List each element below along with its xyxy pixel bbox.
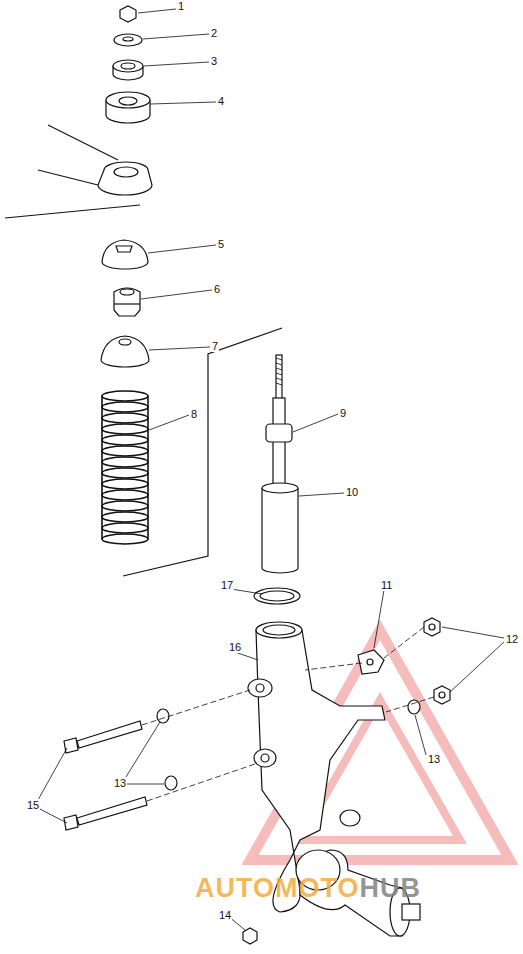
thread xyxy=(276,373,282,375)
group-bracket xyxy=(123,328,282,576)
thread xyxy=(276,368,282,370)
thread xyxy=(276,383,282,385)
bolt-head xyxy=(64,738,78,753)
mount-plate xyxy=(5,125,152,218)
callout-number: 6 xyxy=(213,283,221,295)
shock-rod-top xyxy=(276,355,282,400)
hex-hole xyxy=(120,289,134,295)
callout-number: 8 xyxy=(190,408,198,420)
brake-bracket xyxy=(358,650,384,674)
spring-side xyxy=(147,396,149,539)
nut-hole xyxy=(429,624,435,630)
spindle-stub xyxy=(402,904,420,920)
shock-body xyxy=(262,488,298,573)
callout-number: 11 xyxy=(380,579,393,591)
dome-cup xyxy=(102,240,148,269)
callout-number: 13 xyxy=(113,777,127,789)
washer xyxy=(114,34,142,46)
callout-number: 15 xyxy=(26,799,40,811)
callout-number: 4 xyxy=(217,95,225,107)
small-nut xyxy=(243,928,257,944)
spring-coil xyxy=(102,391,148,401)
nut-hole xyxy=(439,692,445,698)
callout-number: 12 xyxy=(505,633,519,645)
callout-number: 7 xyxy=(211,340,219,352)
callout-number: 16 xyxy=(228,641,242,653)
thread xyxy=(276,363,282,365)
bolt-shank xyxy=(77,797,147,825)
parts xyxy=(5,6,510,944)
watermark: AUTOMOTO xyxy=(195,874,360,902)
spring-coil xyxy=(102,435,148,445)
thread xyxy=(276,358,282,360)
hex-line xyxy=(114,303,140,304)
lock-nut xyxy=(434,686,450,704)
hex-bushing xyxy=(114,288,140,316)
callout-number: 10 xyxy=(345,486,359,498)
spring-coil xyxy=(102,501,148,511)
spring-coil xyxy=(102,512,148,522)
bracket-hole xyxy=(367,659,373,665)
spring-coil xyxy=(102,523,148,533)
cup-hole xyxy=(116,246,132,252)
washer xyxy=(157,709,169,723)
spring-coil xyxy=(102,468,148,478)
lock-nut xyxy=(424,618,440,636)
ring-hole xyxy=(121,63,135,69)
spring-coil xyxy=(102,424,148,434)
housing-bore xyxy=(263,625,295,635)
callout-number: 9 xyxy=(339,407,347,419)
callout-number: 1 xyxy=(177,0,185,12)
upper-boss-hole xyxy=(256,684,264,692)
seal-ring xyxy=(254,588,300,604)
seat-hole xyxy=(119,339,131,345)
washer xyxy=(165,776,177,790)
callout-number: 2 xyxy=(210,27,218,39)
watermark: HUB xyxy=(360,874,422,902)
spring-coil xyxy=(102,446,148,456)
spring-coil xyxy=(102,457,148,467)
spring-coil xyxy=(102,490,148,500)
arm-boss xyxy=(340,810,360,826)
bushing-top xyxy=(106,92,150,108)
lower-boss xyxy=(254,749,276,767)
bump-stop xyxy=(266,424,292,442)
callout-number: 3 xyxy=(210,55,218,67)
callout-number: 5 xyxy=(217,238,225,250)
spring-seat xyxy=(101,336,149,367)
leader-lines xyxy=(38,9,504,930)
lower-boss-hole xyxy=(261,754,269,762)
callout-number: 14 xyxy=(218,909,232,921)
thread xyxy=(276,378,282,380)
spring-side xyxy=(101,396,103,539)
callout-number: 17 xyxy=(220,579,234,591)
ring-top xyxy=(113,60,143,72)
spring-coil xyxy=(102,402,148,412)
strut-housing xyxy=(256,630,385,912)
washer xyxy=(408,700,420,714)
shock-body-top xyxy=(262,483,298,493)
bolt-shank xyxy=(77,721,142,748)
coil-spring xyxy=(102,391,148,544)
washer-hole xyxy=(123,37,133,41)
spring-coil xyxy=(102,534,148,544)
spring-coil xyxy=(102,413,148,423)
spring-coil xyxy=(102,479,148,489)
upper-boss xyxy=(248,679,272,697)
callout-number: 13 xyxy=(427,753,441,765)
nut xyxy=(120,6,136,22)
housing-top xyxy=(256,622,302,638)
seal-ring-hole xyxy=(260,591,294,601)
bushing-hole xyxy=(119,97,137,105)
